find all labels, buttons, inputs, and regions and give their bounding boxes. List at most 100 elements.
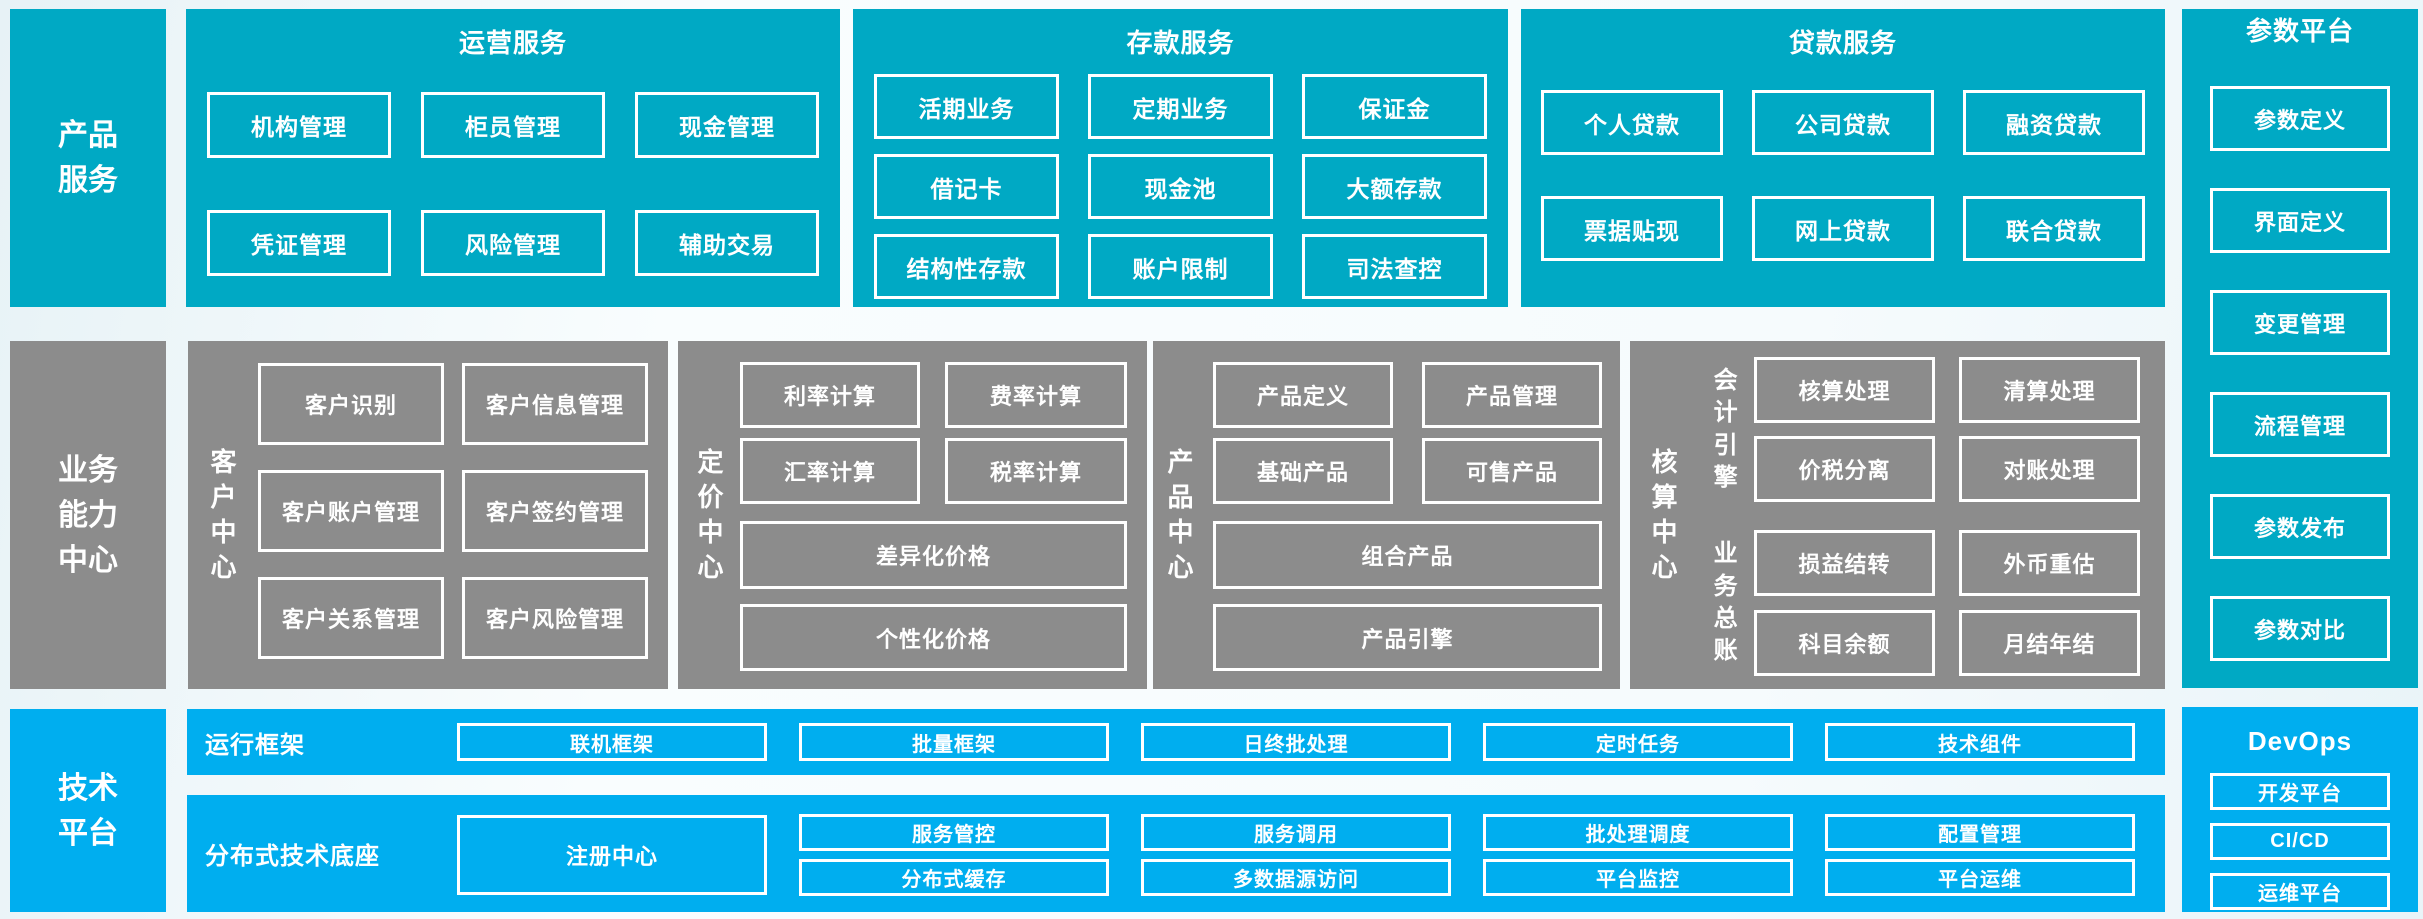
item-box-personal-loan: 个人贷款 — [1541, 90, 1723, 155]
band-label-product-services: 产品服务 — [10, 9, 166, 307]
item-box-structured-deposit: 结构性存款 — [874, 234, 1059, 299]
item-box-debit-card: 借记卡 — [874, 154, 1059, 219]
item-box-param-compare: 参数对比 — [2210, 596, 2390, 661]
item-box-customer-info-mgmt: 客户信息管理 — [462, 363, 648, 445]
item-box-org-mgmt: 机构管理 — [207, 92, 391, 158]
item-box-voucher-mgmt: 凭证管理 — [207, 210, 391, 276]
item-box-scheduled-task: 定时任务 — [1483, 723, 1793, 761]
distributed-base-label: 分布式技术底座 — [205, 795, 380, 912]
item-box-bill-discount: 票据贴现 — [1541, 196, 1723, 261]
item-box-param-publish: 参数发布 — [2210, 494, 2390, 559]
item-box-personalized-price: 个性化价格 — [740, 604, 1127, 671]
item-box-judicial-control: 司法查控 — [1302, 234, 1487, 299]
item-box-product-mgmt: 产品管理 — [1422, 362, 1602, 428]
item-box-service-invocation: 服务调用 — [1141, 814, 1451, 851]
panel-title-parameter-platform: 参数平台 — [2245, 16, 2354, 46]
panel-title-deposits: 存款服务 — [1126, 28, 1235, 58]
band-label-product-services-text: 产品服务 — [58, 119, 118, 197]
item-box-tech-component: 技术组件 — [1825, 723, 2135, 761]
panel-title-loans: 贷款服务 — [1788, 28, 1897, 58]
band-label-business-capability: 业务能力中心 — [10, 341, 166, 689]
pricing-center-side-label: 定价中心 — [693, 341, 728, 689]
band-label-business-capability-text: 业务能力中心 — [58, 453, 118, 577]
item-box-account-limit: 账户限制 — [1088, 234, 1273, 299]
item-box-eod-batch: 日终批处理 — [1141, 723, 1451, 761]
item-box-time-deposit: 定期业务 — [1088, 74, 1273, 139]
item-box-customer-risk-mgmt: 客户风险管理 — [462, 577, 648, 659]
pricing-small-items-grid: 利率计算 费率计算 汇率计算 税率计算 — [740, 362, 1127, 504]
item-box-ops-platform: 运维平台 — [2210, 873, 2390, 910]
customer-items-grid: 客户识别 客户信息管理 客户账户管理 客户签约管理 客户关系管理 客户风险管理 — [258, 363, 648, 659]
item-box-change-mgmt: 变更管理 — [2210, 290, 2390, 355]
panel-devops: DevOps 开发平台 CI/CD 运维平台 — [2182, 707, 2418, 912]
item-box-subject-balance: 科目余额 — [1754, 610, 1935, 676]
runtime-framework-label-text: 运行框架 — [205, 731, 305, 759]
devops-items-column: 开发平台 CI/CD 运维平台 — [2182, 773, 2418, 910]
item-box-product-engine: 产品引擎 — [1213, 604, 1602, 671]
item-box-online-framework: 联机框架 — [457, 723, 767, 761]
item-box-reconciliation: 对账处理 — [1959, 436, 2140, 502]
item-box-margin: 保证金 — [1302, 74, 1487, 139]
item-box-customer-contract-mgmt: 客户签约管理 — [462, 470, 648, 552]
item-box-fee-calc: 费率计算 — [945, 362, 1127, 428]
item-box-corporate-loan: 公司贷款 — [1752, 90, 1934, 155]
item-box-cash-mgmt: 现金管理 — [635, 92, 819, 158]
pricing-items-group: 利率计算 费率计算 汇率计算 税率计算 差异化价格 个性化价格 — [740, 362, 1127, 671]
customer-center-label-text: 客户中心 — [210, 446, 237, 583]
business-ledger-sublabel-text: 业务总账 — [1713, 540, 1738, 665]
business-ledger-grid: 损益结转 外币重估 科目余额 月结年结 — [1754, 530, 2140, 676]
accounting-center-side-label: 核算中心 — [1647, 341, 1682, 689]
item-box-ui-definition: 界面定义 — [2210, 188, 2390, 253]
panel-pricing-center: 定价中心 利率计算 费率计算 汇率计算 税率计算 差异化价格 个性化价格 — [678, 341, 1147, 689]
item-box-risk-mgmt: 风险管理 — [421, 210, 605, 276]
item-box-customer-relation-mgmt: 客户关系管理 — [258, 577, 444, 659]
item-box-pnl-carryover: 损益结转 — [1754, 530, 1935, 596]
pricing-center-label-text: 定价中心 — [697, 446, 724, 583]
runtime-items-row: 联机框架 批量框架 日终批处理 定时任务 技术组件 — [457, 723, 2135, 761]
item-box-batch-scheduling: 批处理调度 — [1483, 814, 1793, 851]
panel-title-devops: DevOps — [2247, 726, 2353, 756]
item-box-combined-product: 组合产品 — [1213, 521, 1602, 589]
item-box-teller-mgmt: 柜员管理 — [421, 92, 605, 158]
item-box-platform-operation: 平台运维 — [1825, 859, 2135, 896]
product-items-group: 产品定义 产品管理 基础产品 可售产品 组合产品 产品引擎 — [1213, 362, 1602, 671]
item-box-process-mgmt: 流程管理 — [2210, 392, 2390, 457]
item-box-exchange-calc: 汇率计算 — [740, 438, 920, 504]
item-box-registry-center: 注册中心 — [457, 815, 767, 895]
panel-distributed-tech-base: 分布式技术底座 注册中心 服务管控 服务调用 批处理调度 配置管理 分布式缓存 … — [187, 795, 2165, 912]
item-box-config-mgmt: 配置管理 — [1825, 814, 2135, 851]
product-center-side-label: 产品中心 — [1163, 341, 1198, 689]
item-box-accounting-process: 核算处理 — [1754, 357, 1935, 423]
product-small-items-grid: 产品定义 产品管理 基础产品 可售产品 — [1213, 362, 1602, 504]
operations-items-grid: 机构管理 柜员管理 现金管理 凭证管理 风险管理 辅助交易 — [186, 92, 840, 276]
band-label-tech-platform-text: 技术平台 — [58, 771, 118, 850]
item-box-batch-framework: 批量框架 — [799, 723, 1109, 761]
item-box-online-loan: 网上贷款 — [1752, 196, 1934, 261]
parameter-items-column: 参数定义 界面定义 变更管理 流程管理 参数发布 参数对比 — [2182, 86, 2418, 661]
accounting-engine-grid: 核算处理 清算处理 价税分离 对账处理 — [1754, 357, 2140, 502]
panel-operations-services: 运营服务 机构管理 柜员管理 现金管理 凭证管理 风险管理 辅助交易 — [186, 9, 840, 307]
panel-product-center: 产品中心 产品定义 产品管理 基础产品 可售产品 组合产品 产品引擎 — [1153, 341, 1620, 689]
panel-title-operations: 运营服务 — [458, 28, 567, 58]
deposits-items-grid: 活期业务 定期业务 保证金 借记卡 现金池 大额存款 结构性存款 账户限制 司法… — [853, 74, 1508, 299]
distributed-items-grid: 服务管控 服务调用 批处理调度 配置管理 分布式缓存 多数据源访问 平台监控 平… — [799, 814, 2135, 896]
item-box-financing-loan: 融资贷款 — [1963, 90, 2145, 155]
loans-items-grid: 个人贷款 公司贷款 融资贷款 票据贴现 网上贷款 联合贷款 — [1521, 90, 2165, 261]
band-label-tech-platform: 技术平台 — [10, 709, 166, 912]
item-box-price-tax-separation: 价税分离 — [1754, 436, 1935, 502]
item-box-customer-account-mgmt: 客户账户管理 — [258, 470, 444, 552]
panel-loan-services: 贷款服务 个人贷款 公司贷款 融资贷款 票据贴现 网上贷款 联合贷款 — [1521, 9, 2165, 307]
runtime-framework-label: 运行框架 — [205, 709, 305, 775]
accounting-engine-sublabel: 会计引擎 — [1710, 357, 1741, 502]
item-box-product-definition: 产品定义 — [1213, 362, 1393, 428]
item-box-param-definition: 参数定义 — [2210, 86, 2390, 151]
item-box-clearing-process: 清算处理 — [1959, 357, 2140, 423]
panel-runtime-framework: 运行框架 联机框架 批量框架 日终批处理 定时任务 技术组件 — [187, 709, 2165, 775]
item-box-service-governance: 服务管控 — [799, 814, 1109, 851]
panel-deposit-services: 存款服务 活期业务 定期业务 保证金 借记卡 现金池 大额存款 结构性存款 账户… — [853, 9, 1508, 307]
item-box-fx-revaluation: 外币重估 — [1959, 530, 2140, 596]
item-box-distributed-cache: 分布式缓存 — [799, 859, 1109, 896]
item-box-basic-product: 基础产品 — [1213, 438, 1393, 504]
item-box-platform-monitoring: 平台监控 — [1483, 859, 1793, 896]
